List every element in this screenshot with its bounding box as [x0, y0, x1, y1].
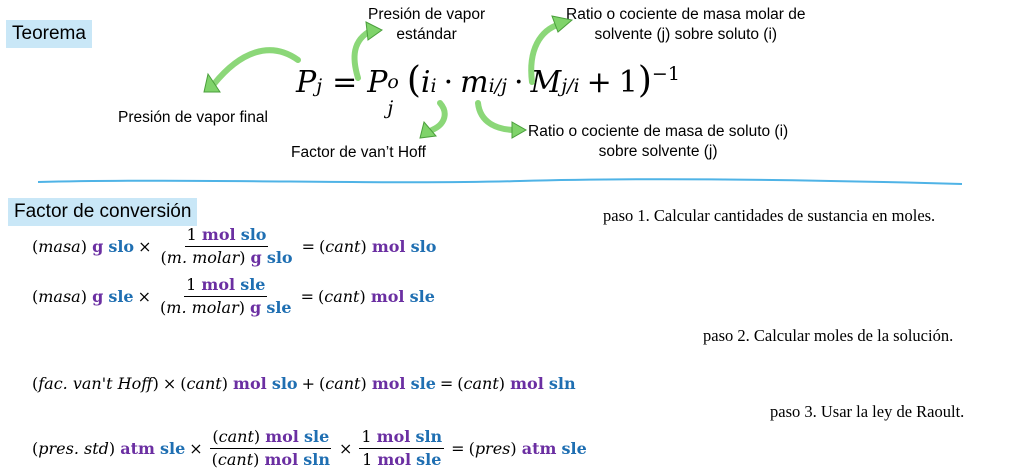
- annotation-presion-final: Presión de vapor final: [118, 109, 268, 126]
- annotation-vant-hoff: Factor de van’t Hoff: [291, 144, 426, 161]
- equation-moles-soluto: (masa) g slo × 1 mol slo(m. molar) g slo…: [32, 225, 437, 267]
- annotation-presion-vapor-estandar: Presión de vapor estándar: [368, 6, 486, 43]
- annotation-ratio-masa-molar: Ratio o cociente de masa molar de solven…: [566, 6, 806, 43]
- factor-conversion-label: Factor de conversión: [8, 198, 198, 226]
- step-2: paso 2. Calcular moles de la solución.: [703, 326, 954, 345]
- teorema-label: Teorema: [6, 20, 92, 48]
- annotation-ratio-masa-soluto: Ratio o cociente de masa de soluto (i) s…: [528, 123, 789, 160]
- equation-moles-solucion: (fac. van't Hoff) × (cant) mol slo + (ca…: [32, 374, 576, 393]
- equation-raoult: (pres. std) atm sle × (cant) mol sle(can…: [32, 427, 587, 469]
- step-3: paso 3. Usar la ley de Raoult.: [770, 402, 965, 421]
- step-1: paso 1. Calcular cantidades de sustancia…: [603, 206, 936, 225]
- equation-moles-solvente: (masa) g sle × 1 mol sle(m. molar) g sle…: [32, 275, 435, 317]
